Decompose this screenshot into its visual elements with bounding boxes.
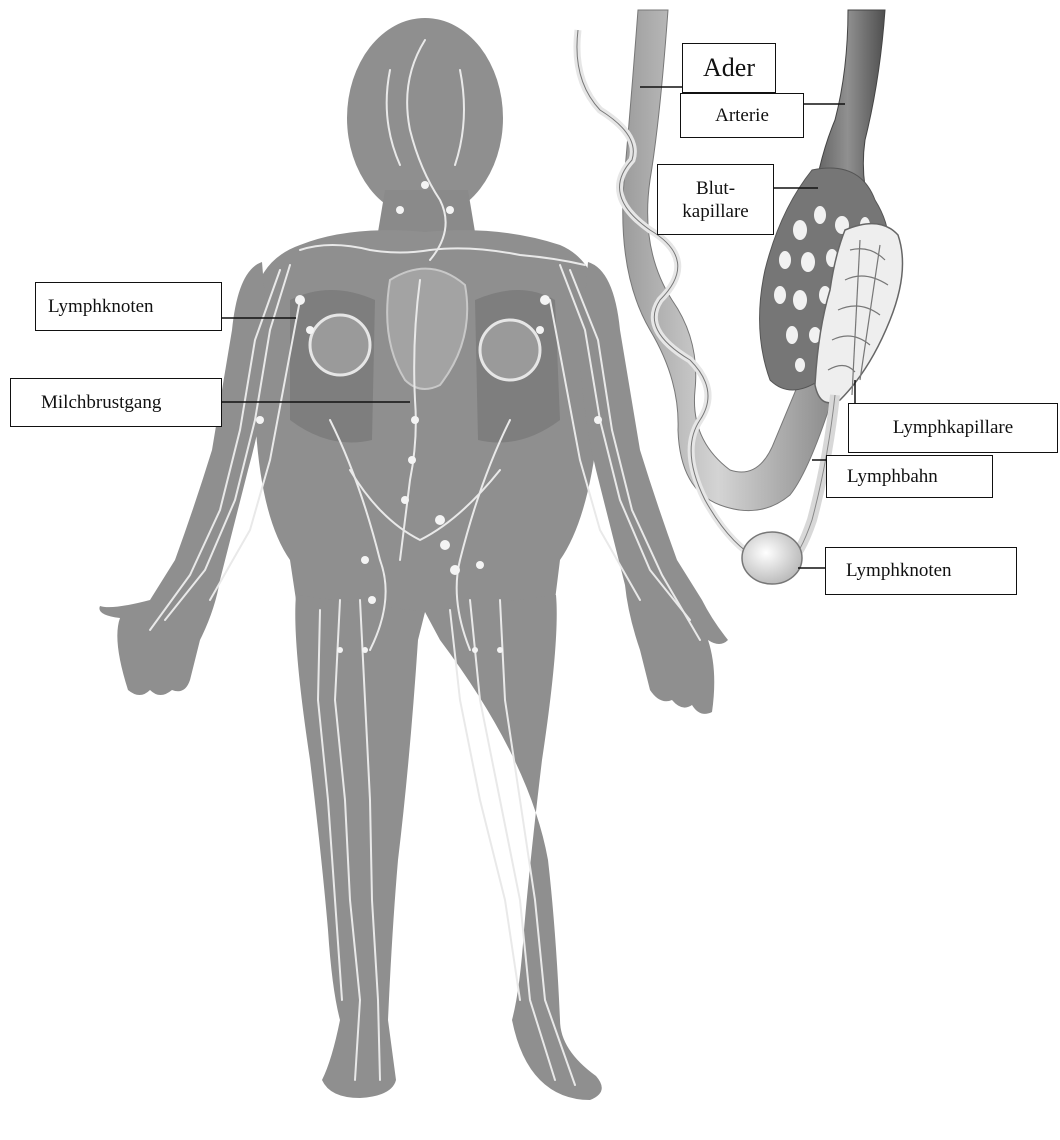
label-lymphknoten-left: Lymphknoten bbox=[35, 282, 222, 331]
label-lymphkapillare: Lymphkapillare bbox=[848, 403, 1058, 453]
breast-lymph-left bbox=[310, 315, 370, 375]
left-leg bbox=[295, 595, 425, 1098]
label-blutkapillare: Blut- kapillare bbox=[657, 164, 774, 235]
label-ader-text: Ader bbox=[703, 53, 755, 83]
breast-lymph-right bbox=[480, 320, 540, 380]
label-lymphkapillare-text: Lymphkapillare bbox=[893, 417, 1013, 439]
right-leg bbox=[425, 595, 602, 1100]
label-lymphknoten-left-text: Lymphknoten bbox=[48, 296, 154, 318]
label-milchbrustgang: Milchbrustgang bbox=[10, 378, 222, 427]
label-blutkapillare-line1: Blut- bbox=[696, 177, 735, 200]
label-lymphbahn-text: Lymphbahn bbox=[847, 466, 938, 488]
label-lymphknoten-right-text: Lymphknoten bbox=[846, 560, 952, 582]
label-blutkapillare-line2: kapillare bbox=[682, 200, 748, 223]
label-arterie: Arterie bbox=[680, 93, 804, 138]
label-lymphbahn: Lymphbahn bbox=[826, 455, 993, 498]
label-milchbrustgang-text: Milchbrustgang bbox=[41, 392, 161, 414]
label-lymphknoten-right: Lymphknoten bbox=[825, 547, 1017, 595]
lymph-node-detail bbox=[742, 532, 802, 584]
label-ader: Ader bbox=[682, 43, 776, 93]
label-arterie-text: Arterie bbox=[715, 105, 769, 127]
